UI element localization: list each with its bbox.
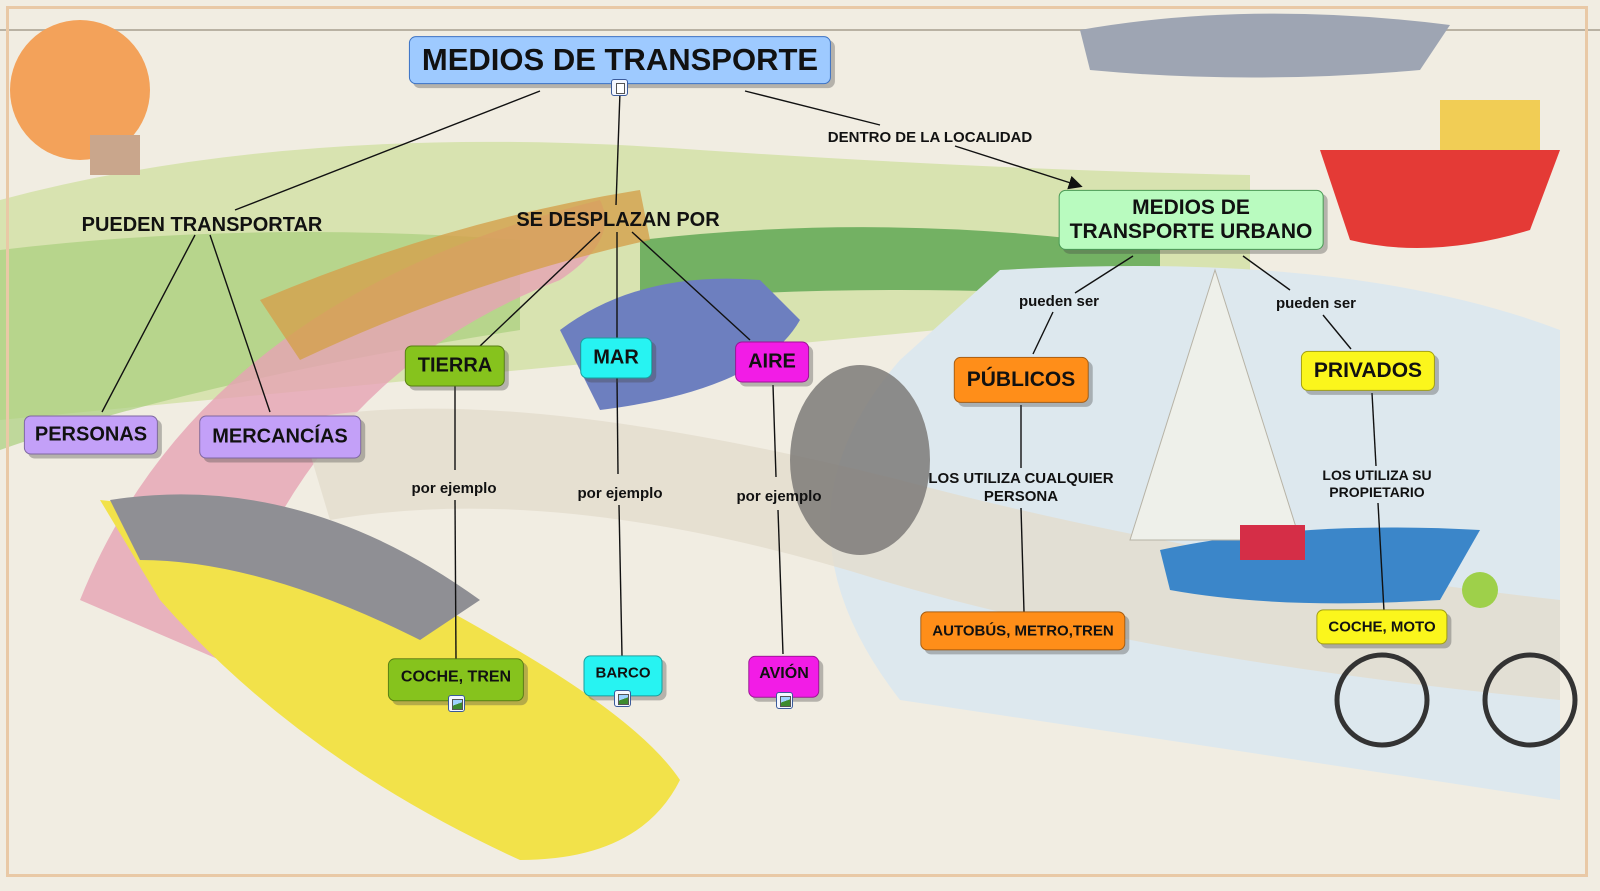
bus	[790, 365, 930, 555]
link-dentro-de-la-localidad: DENTRO DE LA LOCALIDAD	[827, 129, 1033, 146]
line-ejemplo-cochetren	[454, 499, 457, 661]
privados-node[interactable]: PRIVADOS	[1300, 350, 1436, 392]
publicos-node[interactable]: PÚBLICOS	[953, 356, 1089, 404]
document-icon[interactable]	[611, 79, 628, 96]
coche-moto-node[interactable]: COCHE, MOTO	[1316, 609, 1448, 645]
avion-node[interactable]: AVIÓN	[748, 655, 820, 699]
airplane	[1080, 13, 1450, 78]
personas-node[interactable]: PERSONAS	[23, 415, 159, 455]
aire-node[interactable]: AIRE	[735, 341, 809, 383]
mercancias-node[interactable]: MERCANCÍAS	[199, 415, 361, 459]
sailboat-cabin	[1240, 525, 1305, 560]
line-root-localidad	[744, 90, 881, 126]
bicycle-wheel-front	[1482, 652, 1578, 748]
line-mar-ejemplo	[616, 377, 619, 475]
link-los-utiliza-su-propietario-line1: LOS UTILIZA SU	[1322, 467, 1432, 484]
sailboat-sail	[1129, 268, 1301, 541]
urban-transport-node[interactable]: MEDIOS DE TRANSPORTE URBANO	[1058, 189, 1324, 251]
line-urbano-puedenser1	[1074, 255, 1134, 294]
link-se-desplazan-por: SE DESPLAZAN POR	[516, 209, 720, 231]
barco-node[interactable]: BARCO	[583, 655, 663, 697]
line-aire-ejemplo	[772, 384, 777, 478]
balloon-basket	[90, 135, 140, 175]
hot-air-balloon	[10, 20, 150, 160]
line-utiliza-cochemoto	[1377, 502, 1385, 612]
line-transportar-personas	[101, 234, 196, 413]
image-icon[interactable]	[614, 690, 631, 707]
link-por-ejemplo-aire: por ejemplo	[736, 488, 822, 505]
link-los-utiliza-su-propietario: LOS UTILIZA SU PROPIETARIO	[1322, 467, 1431, 501]
line-root-desplazan	[615, 91, 621, 206]
ship	[1320, 150, 1560, 248]
mar-node[interactable]: MAR	[580, 337, 652, 379]
line-utiliza-autobus	[1020, 507, 1025, 613]
line-urbano-puedenser2	[1242, 255, 1291, 291]
coche-tren-node[interactable]: COCHE, TREN	[387, 658, 525, 702]
link-pueden-ser-publicos: pueden ser	[1018, 293, 1100, 310]
ship-cabin	[1440, 100, 1540, 150]
link-los-utiliza-cualquier-persona-line1: LOS UTILIZA CUALQUIER	[928, 470, 1114, 487]
road	[300, 408, 1560, 700]
train-roof	[110, 494, 480, 640]
line-privados-utiliza	[1371, 392, 1377, 467]
urban-transport-label-line1: MEDIOS DE	[1132, 195, 1250, 219]
line-root-transportar	[234, 90, 541, 211]
line-puedenser1-publicos	[1032, 311, 1054, 355]
line-ejemplo-avion	[777, 509, 784, 655]
cyclist-helmet	[1462, 572, 1498, 608]
image-icon[interactable]	[776, 692, 793, 709]
urban-transport-label-line2: TRANSPORTE URBANO	[1069, 220, 1313, 243]
link-pueden-transportar: PUEDEN TRANSPORTAR	[81, 214, 323, 236]
link-los-utiliza-su-propietario-line2: PROPIETARIO	[1329, 484, 1425, 500]
link-por-ejemplo-tierra: por ejemplo	[411, 480, 497, 497]
line-transportar-mercancias	[209, 234, 271, 413]
bicycle-wheel-back	[1334, 652, 1430, 748]
link-los-utiliza-cualquier-persona-line2: PERSONA	[983, 488, 1059, 505]
line-desplazan-aire	[631, 231, 751, 341]
autobus-node[interactable]: AUTOBÚS, METRO,TREN	[920, 611, 1126, 651]
line-ejemplo-barco	[618, 504, 623, 657]
link-los-utiliza-cualquier-persona: LOS UTILIZA CUALQUIER PERSONA	[928, 470, 1113, 506]
orange-train-car	[260, 190, 650, 360]
link-por-ejemplo-mar: por ejemplo	[577, 485, 663, 502]
line-desplazan-tierra	[479, 231, 601, 347]
image-icon[interactable]	[448, 695, 465, 712]
root-concept-node[interactable]: MEDIOS DE TRANSPORTE	[408, 36, 832, 84]
tierra-node[interactable]: TIERRA	[404, 345, 506, 387]
link-pueden-ser-privados: pueden ser	[1275, 295, 1357, 312]
line-puedenser2-privados	[1322, 314, 1352, 350]
arrow-to-urbano	[954, 145, 1083, 190]
